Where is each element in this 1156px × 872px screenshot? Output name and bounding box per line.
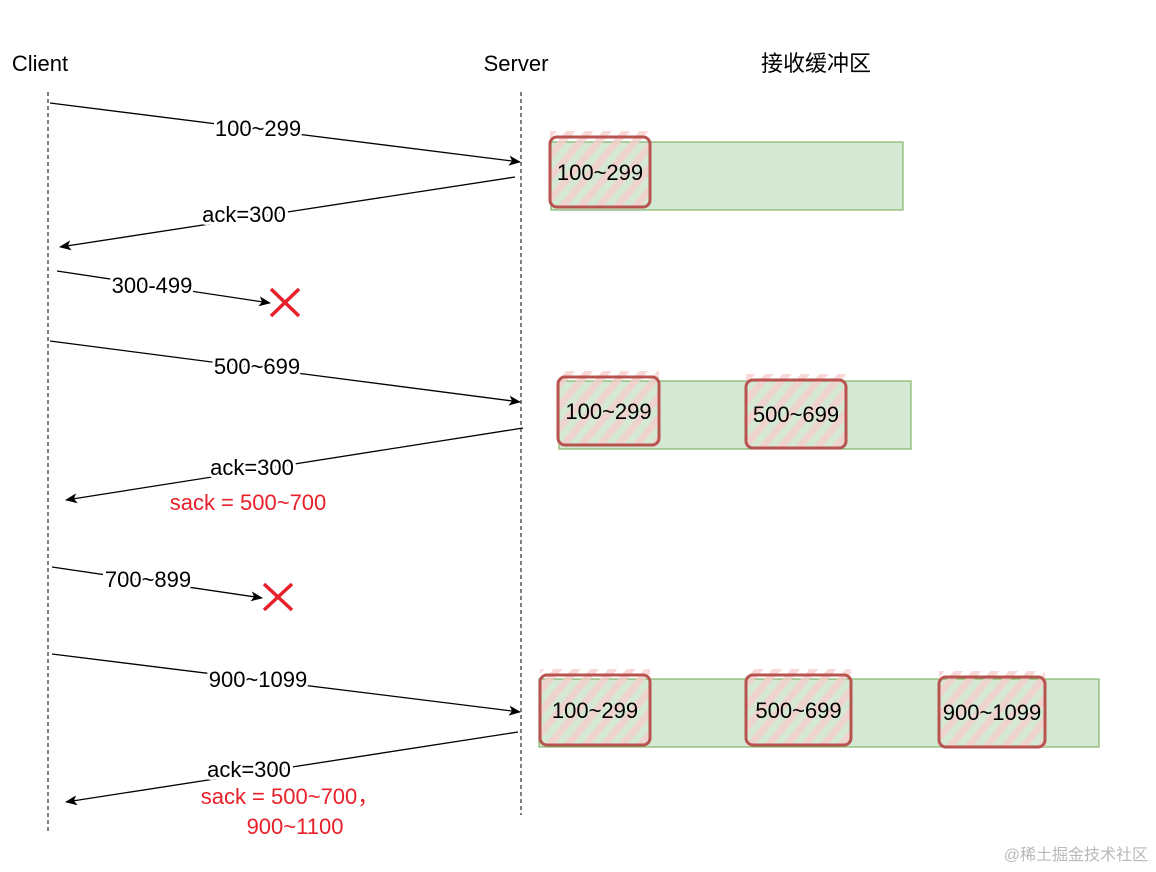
message-label: ack=300 bbox=[202, 202, 286, 227]
message-label: 300-499 bbox=[112, 273, 193, 298]
sack-label: sack = 500~700， bbox=[201, 784, 380, 809]
message-label: ack=300 bbox=[207, 757, 291, 782]
segment-label: 500~699 bbox=[753, 402, 839, 427]
message-arrow bbox=[51, 566, 263, 602]
lost-x-icon bbox=[269, 287, 301, 318]
buffer-segment: 500~699 bbox=[744, 669, 853, 747]
server-header: Server bbox=[484, 51, 549, 76]
receive-buffer: 100~299 500~699 bbox=[556, 371, 912, 450]
sack-label: sack = 500~700 bbox=[170, 490, 327, 515]
message-arrow bbox=[65, 731, 519, 806]
buffer-header: 接收缓冲区 bbox=[761, 51, 871, 76]
buffer-segment: 100~299 bbox=[538, 669, 652, 747]
message-label: 500~699 bbox=[214, 354, 300, 379]
segment-label: 500~699 bbox=[755, 698, 841, 723]
message-arrow bbox=[49, 340, 521, 406]
lost-x-icon bbox=[262, 582, 294, 612]
message-arrow bbox=[49, 102, 521, 166]
segment-label: 100~299 bbox=[565, 399, 651, 424]
message-label: 700~899 bbox=[105, 567, 191, 592]
message-label: 900~1099 bbox=[209, 667, 308, 692]
sack-label: 900~1100 bbox=[247, 814, 344, 839]
buffer-segment: 100~299 bbox=[548, 131, 652, 209]
watermark: @稀土掘金技术社区 bbox=[1004, 846, 1148, 864]
buffer-segment: 900~1099 bbox=[937, 671, 1047, 749]
segment-label: 100~299 bbox=[552, 698, 638, 723]
message-label: 100~299 bbox=[215, 116, 301, 141]
client-header: Client bbox=[12, 51, 68, 76]
buffer-segment: 500~699 bbox=[744, 374, 848, 450]
receive-buffer: 100~299 bbox=[548, 131, 904, 211]
segment-label: 100~299 bbox=[557, 160, 643, 185]
message-arrow bbox=[56, 270, 271, 307]
message-arrow bbox=[59, 176, 516, 251]
message-arrow bbox=[51, 653, 521, 716]
message-label: ack=300 bbox=[210, 455, 294, 480]
receive-buffer: 100~299 500~699 900~1099 bbox=[538, 669, 1100, 749]
segment-label: 900~1099 bbox=[943, 700, 1042, 725]
buffer-segment: 100~299 bbox=[556, 371, 661, 447]
message-arrow bbox=[65, 427, 524, 504]
